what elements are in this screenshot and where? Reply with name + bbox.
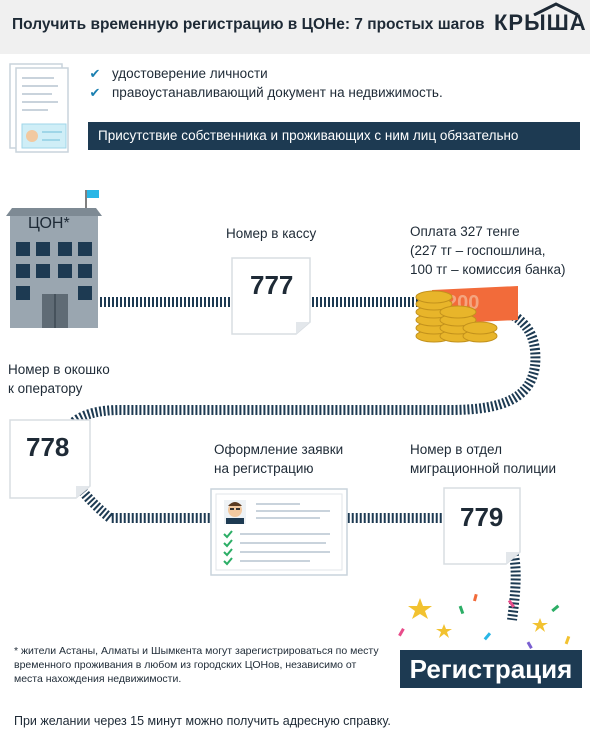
window-operator-label: Номер в окошко к оператору [8, 360, 110, 398]
address-certificate-note: При желании через 15 минут можно получит… [14, 714, 391, 728]
list-item: ✔ правоустанавливающий документ на недви… [88, 83, 443, 102]
ticket-icon [231, 257, 311, 335]
window-line-2: к оператору [8, 381, 83, 396]
migration-police-label: Номер в отдел миграционной полиции [410, 440, 556, 478]
list-item: ✔ удостоверение личности [88, 64, 443, 83]
check-icon: ✔ [89, 66, 101, 81]
con-building-icon [6, 190, 102, 328]
ticket-icon [9, 419, 91, 499]
application-form-icon [210, 488, 348, 576]
cash-number-label: Номер в кассу [226, 226, 317, 241]
brand-name: КРЫША [494, 10, 587, 35]
payment-label: Оплата 327 тенге (227 тг – госпошлина, 1… [410, 222, 565, 279]
documents-icon [9, 63, 69, 153]
check-icon: ✔ [89, 85, 101, 100]
ticket-number-777: 777 [250, 270, 294, 300]
application-label: Оформление заявки на регистрацию [214, 440, 343, 478]
confetti-decoration [398, 593, 571, 649]
payment-line-2: (227 тг – госпошлина, [410, 243, 546, 258]
presence-notice-banner: Присутствие собственника и проживающих с… [88, 122, 580, 150]
ticket-number-778: 778 [26, 432, 70, 462]
required-documents-list: ✔ удостоверение личности ✔ правоустанавл… [88, 64, 443, 102]
payment-line-1: Оплата 327 тенге [410, 224, 520, 239]
payment-line-3: 100 тг – комиссия банка) [410, 262, 566, 277]
ticket-number-779: 779 [460, 502, 504, 532]
document-item-id: удостоверение личности [112, 66, 268, 81]
document-item-ownership: правоустанавливающий документ на недвижи… [112, 85, 443, 100]
roof-icon [533, 2, 579, 16]
application-line-1: Оформление заявки [214, 442, 344, 457]
con-label: ЦОН* [28, 215, 70, 232]
footnote-text: * жители Астаны, Алматы и Шымкента могут… [14, 645, 379, 685]
police-line-1: Номер в отдел [410, 442, 502, 457]
header-bar [0, 0, 590, 54]
window-line-1: Номер в окошко [8, 362, 110, 377]
ticket-icon [443, 487, 521, 565]
registration-badge: Регистрация [400, 650, 582, 688]
police-line-2: миграционной полиции [410, 461, 557, 476]
coins-icon [415, 290, 498, 343]
page-title: Получить временную регистрацию в ЦОНе: 7… [12, 16, 485, 33]
brand-logo: КРЫША [494, 2, 587, 36]
application-line-2: на регистрацию [214, 461, 314, 476]
